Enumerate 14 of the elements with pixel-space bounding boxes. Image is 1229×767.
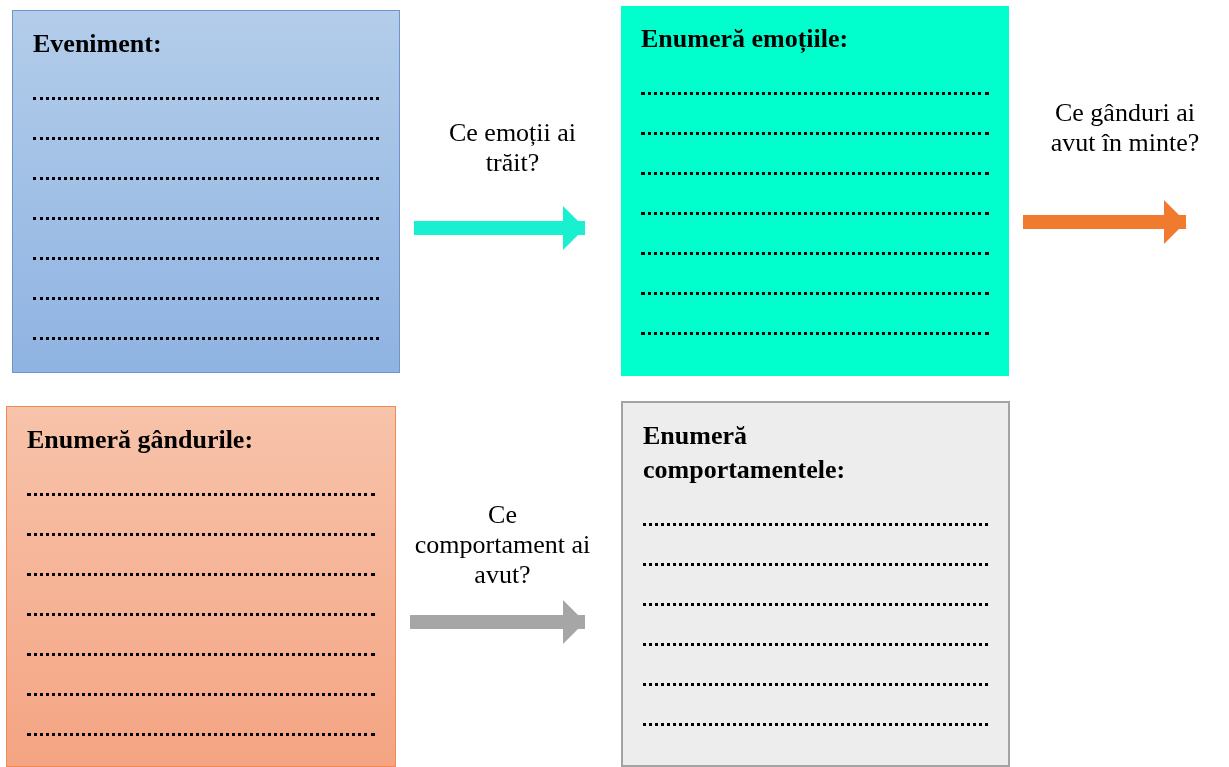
worksheet-box — [6, 406, 396, 767]
edge-label: Ce gânduri ai avut în minte? — [1050, 98, 1200, 158]
block-arrow — [410, 600, 585, 644]
box-heading: Enumeră emoțiile: — [641, 23, 850, 55]
edge-label: Ce emoții ai trăit? — [447, 118, 578, 178]
worksheet-box — [621, 6, 1009, 376]
block-arrow — [1023, 200, 1186, 244]
box-heading: Eveniment: — [33, 28, 163, 60]
edge-label: Ce comportament ai avut? — [413, 500, 592, 590]
worksheet-box — [621, 401, 1010, 767]
box-heading: Enumeră gândurile: — [27, 424, 255, 456]
block-arrow — [414, 206, 585, 250]
box-heading: Enumeră comportamentele: — [643, 420, 847, 486]
worksheet-box — [12, 10, 400, 373]
